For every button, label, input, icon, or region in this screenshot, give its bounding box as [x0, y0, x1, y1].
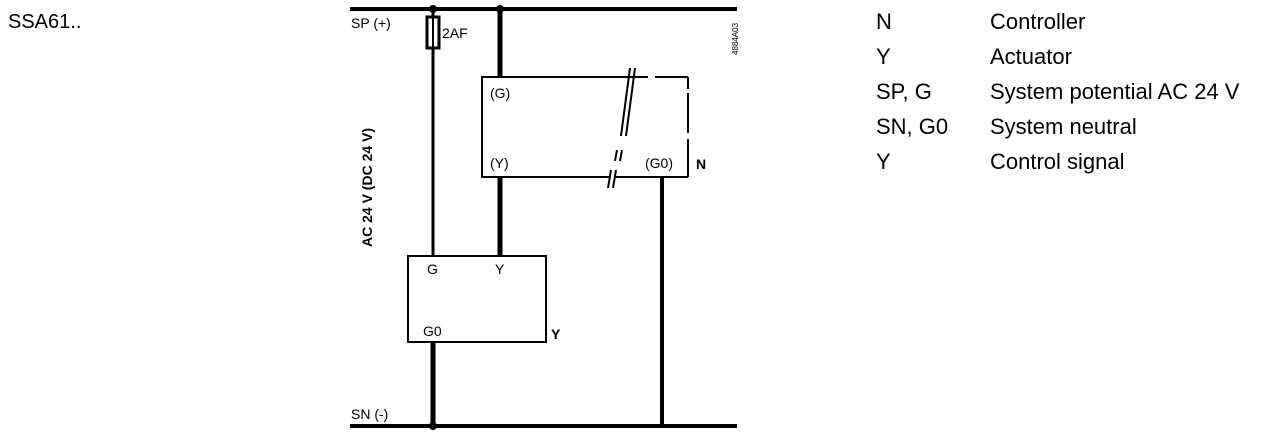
controller-name: N	[696, 156, 706, 172]
legend-key: N	[876, 9, 892, 34]
sn-label: SN (-)	[351, 406, 388, 422]
drawing-code: 4884A03	[731, 22, 740, 55]
legend-desc: Control signal	[990, 149, 1125, 174]
legend-key: Y	[876, 149, 891, 174]
controller-terminal-g0: (G0)	[645, 155, 673, 171]
legend-desc: System neutral	[990, 114, 1137, 139]
controller-terminal-g: (G)	[490, 85, 510, 101]
legend-desc: System potential AC 24 V	[990, 79, 1240, 104]
legend-key: Y	[876, 44, 891, 69]
legend-desc: Controller	[990, 9, 1086, 34]
actuator-terminal-g0: G0	[423, 323, 442, 339]
model-label: SSA61..	[8, 11, 82, 33]
actuator-terminal-y: Y	[495, 261, 505, 277]
supply-label: AC 24 V (DC 24 V)	[359, 128, 375, 247]
legend-desc: Actuator	[990, 44, 1072, 69]
controller-box	[481, 67, 689, 189]
actuator-name: Y	[551, 326, 561, 342]
actuator-terminal-g: G	[427, 261, 438, 277]
actuator-box	[407, 255, 547, 343]
legend-key: SN, G0	[876, 114, 949, 139]
fuse-label: 2AF	[442, 25, 468, 41]
legend-key: SP, G	[876, 79, 932, 104]
controller-terminal-y: (Y)	[490, 155, 509, 171]
sp-label: SP (+)	[351, 15, 391, 31]
